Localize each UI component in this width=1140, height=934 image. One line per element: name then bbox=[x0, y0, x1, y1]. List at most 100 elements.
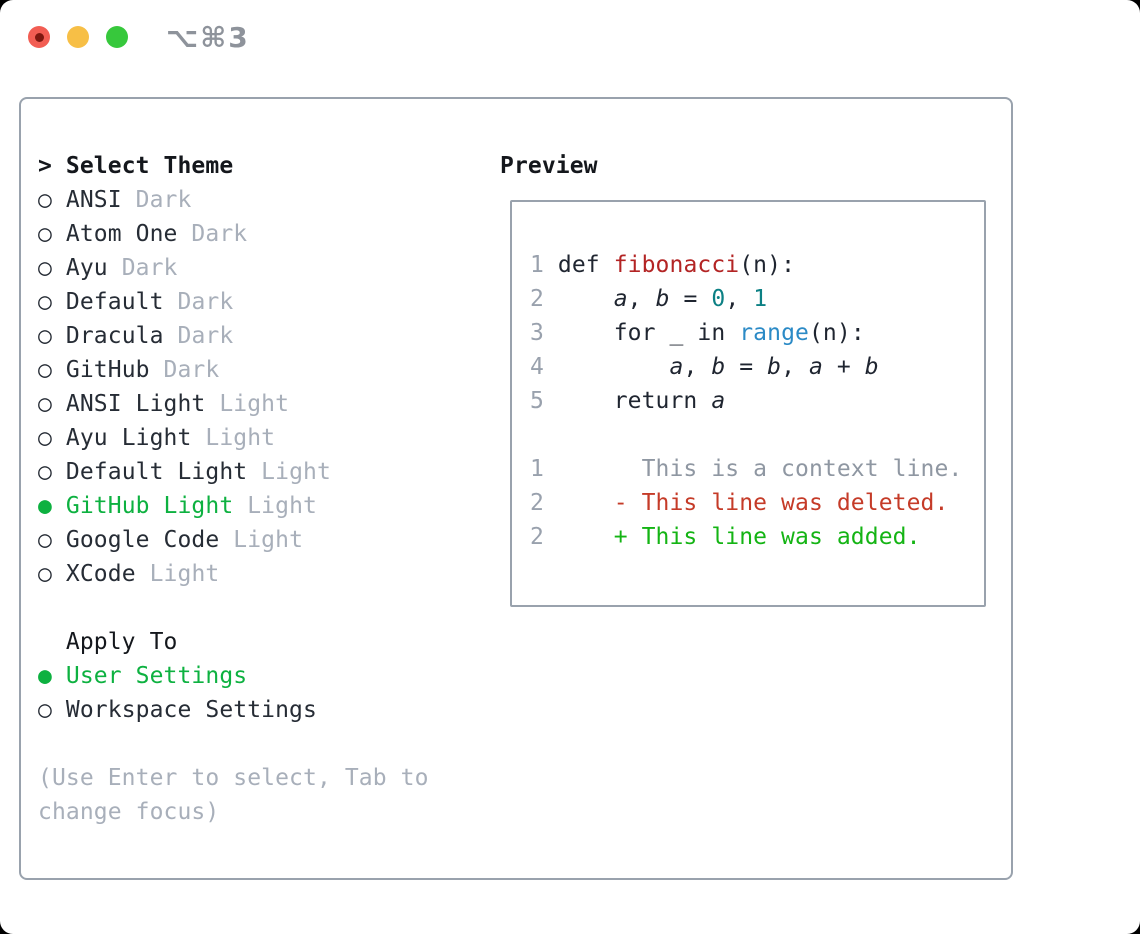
theme-item-variant: Dark bbox=[177, 221, 248, 247]
theme-selector-panel: > Select Theme○ ANSI Dark○ Atom One Dark… bbox=[38, 149, 429, 829]
theme-item-ayu-light[interactable]: ○ Ayu Light Light bbox=[38, 421, 429, 455]
theme-selector-header: > Select Theme bbox=[38, 149, 429, 183]
code-segment-number: 1 bbox=[753, 286, 768, 312]
radio-unselected-icon: ○ bbox=[38, 561, 66, 587]
radio-unselected-icon: ○ bbox=[38, 221, 66, 247]
code-segment-builtin: range bbox=[739, 320, 809, 346]
code-segment-variable: a bbox=[809, 354, 823, 380]
theme-item-name: Dracula bbox=[65, 323, 164, 349]
radio-unselected-icon: ○ bbox=[38, 391, 66, 417]
theme-item-github[interactable]: ○ GitHub Dark bbox=[38, 353, 429, 387]
theme-item-variant: Light bbox=[191, 425, 276, 451]
theme-item-ansi[interactable]: ○ ANSI Dark bbox=[38, 183, 429, 217]
line-number: 2 bbox=[530, 524, 558, 550]
spacer-row bbox=[530, 418, 984, 452]
close-button[interactable] bbox=[28, 26, 50, 48]
theme-item-name: Google Code bbox=[65, 527, 220, 553]
code-segment-number: 0 bbox=[711, 286, 726, 312]
radio-unselected-icon: ○ bbox=[38, 357, 66, 383]
code-segment-plain: , bbox=[781, 354, 809, 380]
line-number: 2 bbox=[530, 490, 558, 516]
code-line: 1 def fibonacci(n): bbox=[530, 248, 984, 282]
apply-option-user-settings[interactable]: ● User Settings bbox=[38, 659, 429, 693]
line-number: 1 bbox=[530, 252, 558, 278]
code-segment-variable: b bbox=[711, 354, 726, 380]
spacer-row bbox=[38, 727, 429, 761]
theme-item-name: ANSI bbox=[65, 187, 122, 213]
apply-option-workspace-settings[interactable]: ○ Workspace Settings bbox=[38, 693, 429, 727]
theme-item-default-light[interactable]: ○ Default Light Light bbox=[38, 455, 429, 489]
code-segment-context: This is a context line. bbox=[557, 456, 963, 482]
diff-added-line: 2 + This line was added. bbox=[530, 520, 984, 554]
radio-unselected-icon: ○ bbox=[38, 527, 66, 553]
theme-item-name: XCode bbox=[65, 561, 136, 587]
theme-item-variant: Dark bbox=[121, 187, 192, 213]
theme-item-xcode[interactable]: ○ XCode Light bbox=[38, 557, 429, 591]
code-segment-plain: def bbox=[557, 252, 614, 278]
radio-unselected-icon: ○ bbox=[38, 255, 66, 281]
code-segment-added: + This line was added. bbox=[557, 524, 921, 550]
theme-item-name: GitHub bbox=[65, 357, 150, 383]
code-segment-plain: = bbox=[725, 354, 768, 380]
code-segment-function: fibonacci bbox=[613, 252, 740, 278]
theme-item-atom-one[interactable]: ○ Atom One Dark bbox=[38, 217, 429, 251]
prompt-icon: > bbox=[38, 153, 66, 179]
code-line: 3 for _ in range(n): bbox=[530, 316, 984, 350]
app-panel: > Select Theme○ ANSI Dark○ Atom One Dark… bbox=[19, 97, 1013, 880]
code-segment-plain bbox=[558, 354, 670, 380]
hint-text: change focus) bbox=[38, 799, 220, 825]
theme-item-variant: Dark bbox=[163, 323, 234, 349]
code-segment-variable: a bbox=[613, 286, 628, 312]
theme-item-name: Ayu bbox=[65, 255, 108, 281]
code-segment-plain: , bbox=[725, 286, 754, 312]
theme-item-variant: Light bbox=[135, 561, 220, 587]
line-number: 2 bbox=[530, 286, 558, 312]
close-dot-icon bbox=[34, 32, 44, 42]
minimize-button[interactable] bbox=[67, 26, 89, 48]
line-number: 5 bbox=[530, 388, 558, 414]
theme-item-variant: Light bbox=[205, 391, 290, 417]
code-segment-plain: + bbox=[822, 354, 865, 380]
theme-item-variant: Dark bbox=[163, 289, 234, 315]
line-number: 3 bbox=[530, 320, 558, 346]
code-segment-variable: a bbox=[711, 388, 726, 414]
theme-item-name: GitHub Light bbox=[65, 493, 234, 519]
radio-selected-icon: ● bbox=[38, 493, 66, 519]
theme-item-dracula[interactable]: ○ Dracula Dark bbox=[38, 319, 429, 353]
radio-unselected-icon: ○ bbox=[38, 425, 66, 451]
code-segment-plain: for _ in bbox=[557, 320, 740, 346]
theme-item-ayu[interactable]: ○ Ayu Dark bbox=[38, 251, 429, 285]
preview-title: Preview bbox=[500, 153, 598, 179]
apply-to-header-label: Apply To bbox=[38, 629, 178, 655]
theme-item-variant: Light bbox=[247, 459, 331, 485]
code-segment-variable: a bbox=[669, 354, 684, 380]
code-segment-plain: return bbox=[557, 388, 712, 414]
theme-item-variant: Dark bbox=[107, 255, 178, 281]
theme-item-ansi-light[interactable]: ○ ANSI Light Light bbox=[38, 387, 429, 421]
theme-item-github-light[interactable]: ● GitHub Light Light bbox=[38, 489, 429, 523]
theme-item-google-code[interactable]: ○ Google Code Light bbox=[38, 523, 429, 557]
hint-line: (Use Enter to select, Tab to bbox=[38, 761, 429, 795]
theme-item-default[interactable]: ○ Default Dark bbox=[38, 285, 429, 319]
spacer-row bbox=[38, 591, 429, 625]
code-segment-plain: , bbox=[627, 286, 656, 312]
theme-item-name: ANSI Light bbox=[65, 391, 206, 417]
code-line: 2 a, b = 0, 1 bbox=[530, 282, 984, 316]
radio-unselected-icon: ○ bbox=[38, 187, 66, 213]
apply-option-name: Workspace Settings bbox=[65, 697, 317, 723]
code-segment-plain: , bbox=[683, 354, 712, 380]
code-line: 4 a, b = b, a + b bbox=[530, 350, 984, 384]
hint-text: (Use Enter to select, Tab to bbox=[38, 765, 429, 791]
diff-context-line: 1 This is a context line. bbox=[530, 452, 984, 486]
theme-item-variant: Light bbox=[219, 527, 304, 553]
theme-selector-header-label: Select Theme bbox=[65, 153, 234, 179]
code-segment-variable: b bbox=[864, 354, 879, 380]
code-segment-plain bbox=[558, 286, 614, 312]
line-number: 1 bbox=[530, 456, 558, 482]
zoom-button[interactable] bbox=[106, 26, 128, 48]
theme-item-variant: Light bbox=[233, 493, 317, 519]
code-segment-deleted: - This line was deleted. bbox=[557, 490, 949, 516]
radio-unselected-icon: ○ bbox=[38, 289, 66, 315]
